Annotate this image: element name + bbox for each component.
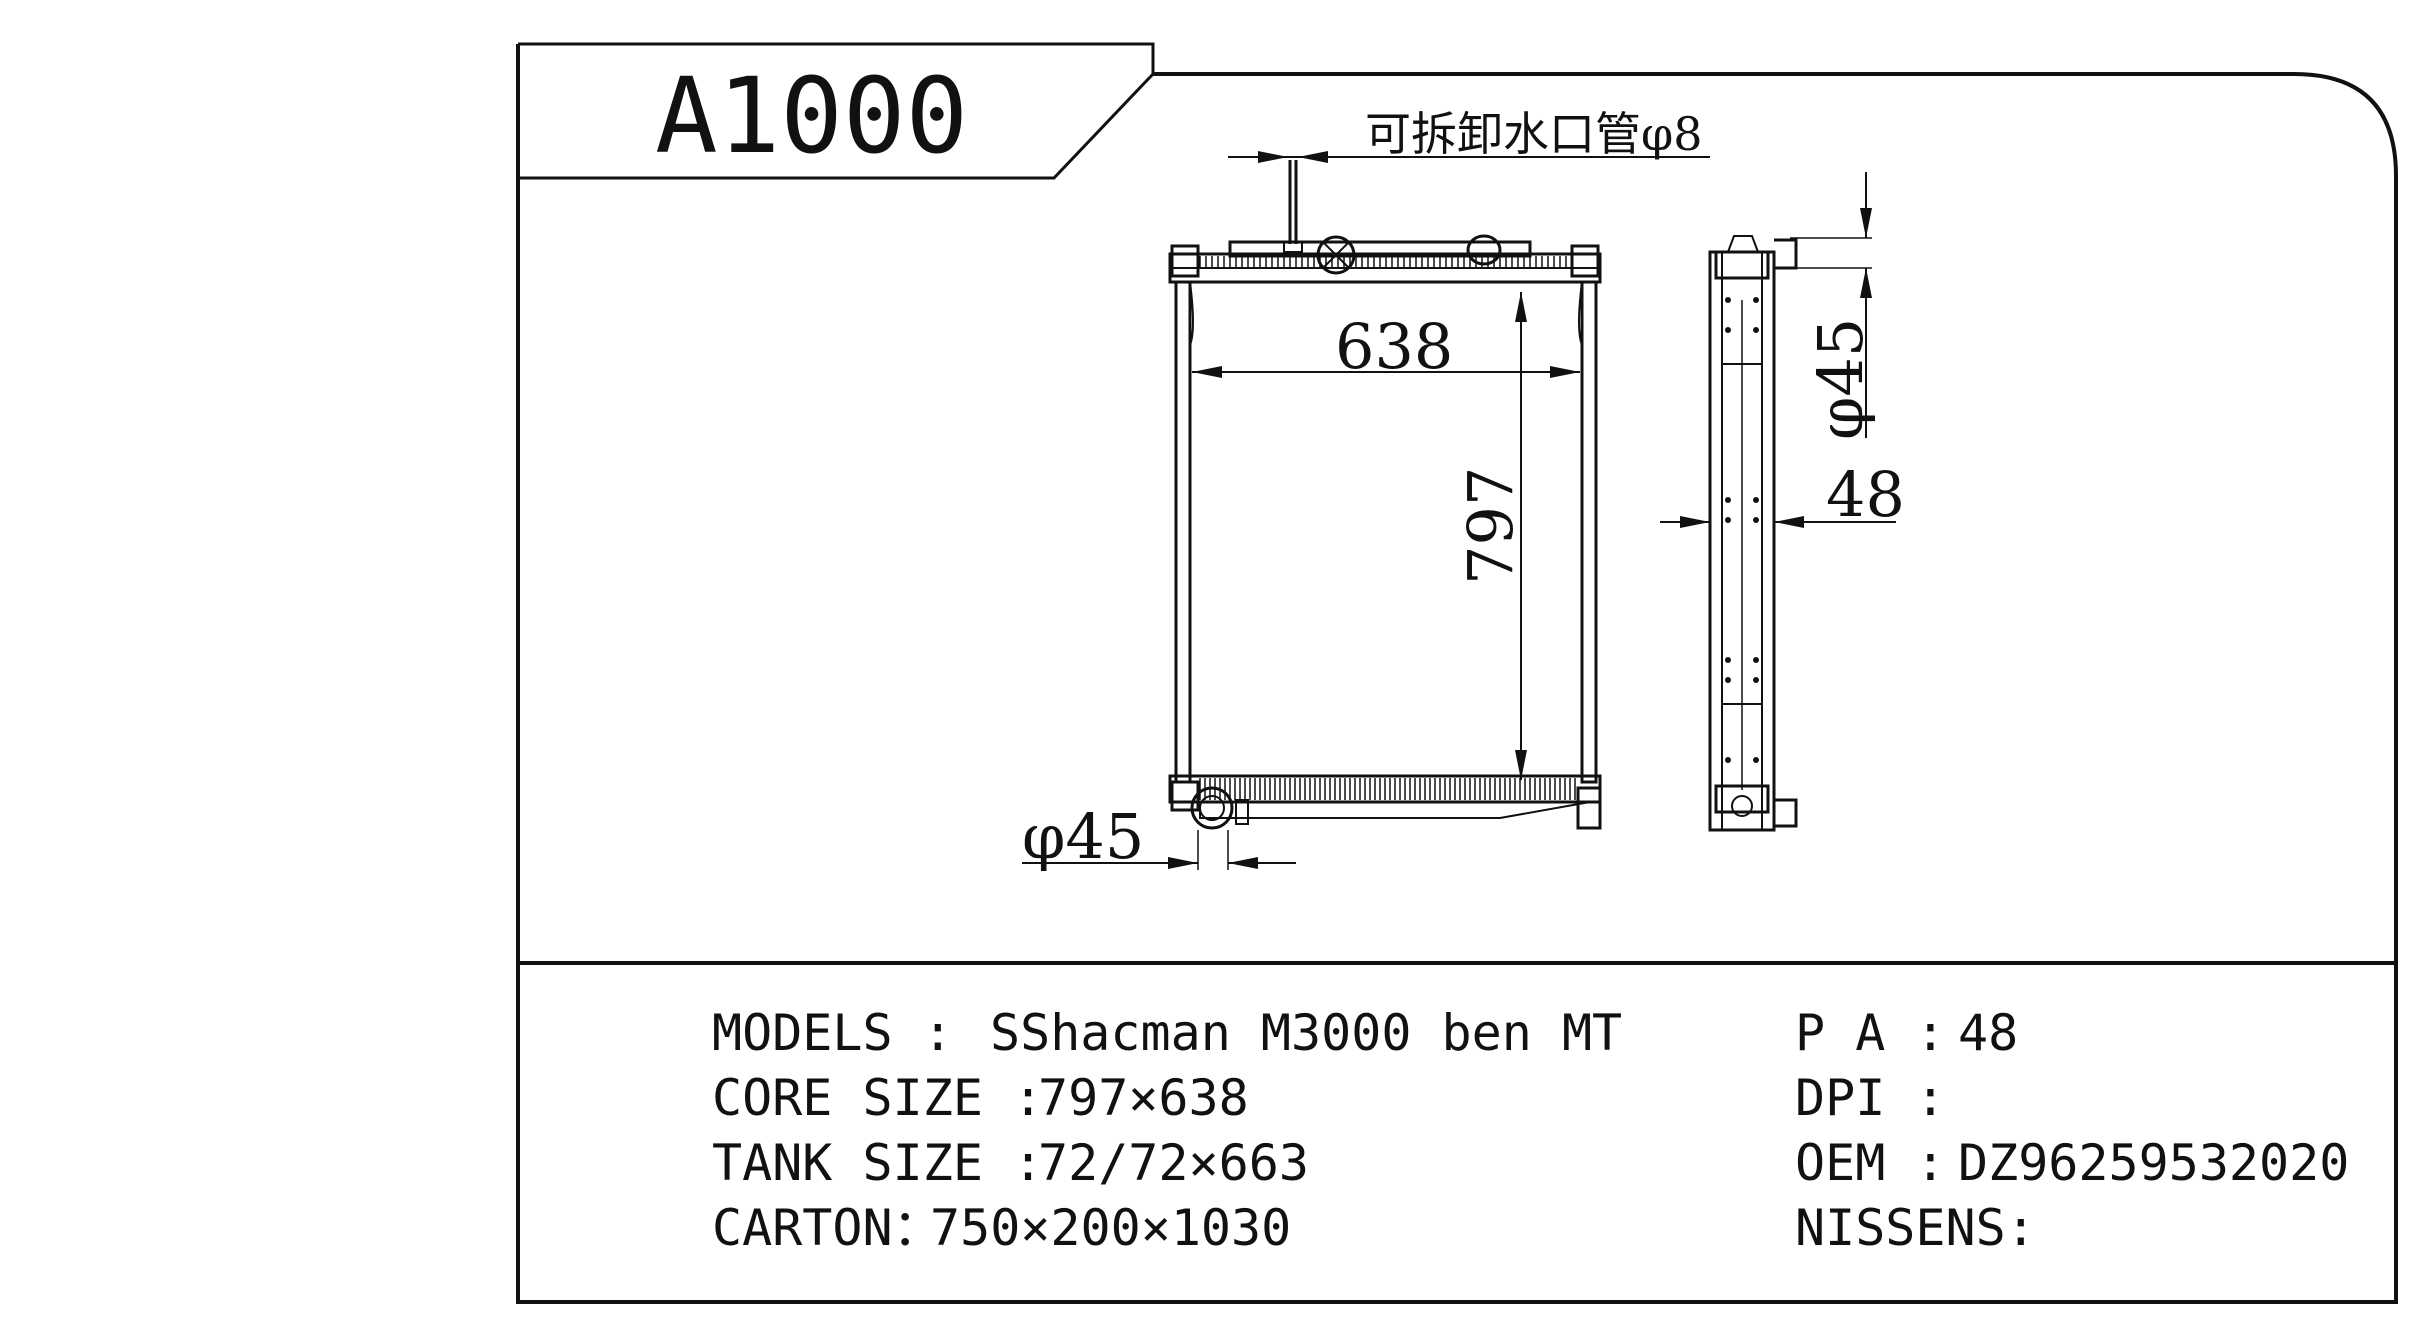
bracket-bottom-left [1170,780,1200,812]
height-dim-label: 797 [1454,467,1527,585]
side-pipe-dim-label: φ45 [1804,318,1877,440]
thickness-dimension: 48 [1660,458,1905,531]
models-label: MODELS : [712,1004,953,1062]
vent-pipe-note-label: 可拆卸水口管φ8 [1365,107,1702,161]
side-pipe-dimension: φ45 [1790,172,1877,440]
models-value: SShacman M3000 ben MT [990,1004,1622,1062]
side-top-cap [1727,235,1759,253]
bottom-outlet-inner [1199,795,1225,821]
spec-info-block: MODELS : SShacman M3000 ben MT CORE SIZE… [712,1004,2349,1257]
side-top-pipe [1774,238,1798,270]
side-top-tank [1714,250,1770,280]
nissens-label: NISSENS: [1795,1199,2036,1257]
bracket-bottom-right [1576,786,1602,830]
tank-size-value: 72/72×663 [1038,1134,1309,1192]
bottom-outlet-icon [1190,786,1234,830]
oem-label: OEM : [1795,1134,1946,1192]
outlet-dimension: φ45 [1022,800,1296,873]
radiator-side-view [1708,235,1798,832]
title-tab [518,42,1155,180]
side-plate-right [1580,280,1598,784]
pa-label: P A : [1795,1004,1946,1062]
vent-pipe-base [1283,241,1303,253]
width-dimension: 638 [1192,310,1580,383]
right-side-curve [1578,281,1583,346]
side-bottom-tank [1714,784,1770,814]
sheet-frame [516,44,2398,1305]
side-view-bolts [1725,297,1759,763]
outlet-dim-label: φ45 [1022,800,1144,873]
bottom-outlet-lug [1235,799,1249,825]
tank-size-label: TANK SIZE : [712,1134,1043,1192]
width-dim-label: 638 [1335,310,1453,383]
bracket-top-left [1170,244,1200,278]
carton-label: CARTON： [712,1199,943,1257]
cap-left-cross2 [1323,242,1349,268]
pa-value: 48 [1958,1004,2018,1062]
carton-value: 750×200×1030 [930,1199,1291,1257]
bracket-top-right [1570,244,1600,278]
left-side-curve [1189,281,1194,346]
cap-left-icon [1316,235,1356,275]
top-tank-ribs [1199,256,1567,268]
cap-right-icon [1466,234,1502,266]
bottom-tank-ribs [1199,778,1576,800]
vent-pipe-note: 可拆卸水口管φ8 [1228,107,1710,163]
radiator-front-view [1168,160,1602,830]
core-size-value: 797×638 [1038,1069,1249,1127]
height-dimension: 797 [1454,292,1527,780]
dpi-label: DPI : [1795,1069,1946,1127]
side-plate-left [1174,280,1192,784]
oem-value: DZ96259532020 [1958,1134,2349,1192]
side-bottom-pipe [1774,798,1798,828]
core-size-label: CORE SIZE : [712,1069,1043,1127]
side-bottom-drain-icon [1731,795,1753,817]
thickness-dim-label: 48 [1826,458,1905,531]
bottom-tank-body [1199,801,1591,819]
model-code-title: A1000 [655,55,968,177]
